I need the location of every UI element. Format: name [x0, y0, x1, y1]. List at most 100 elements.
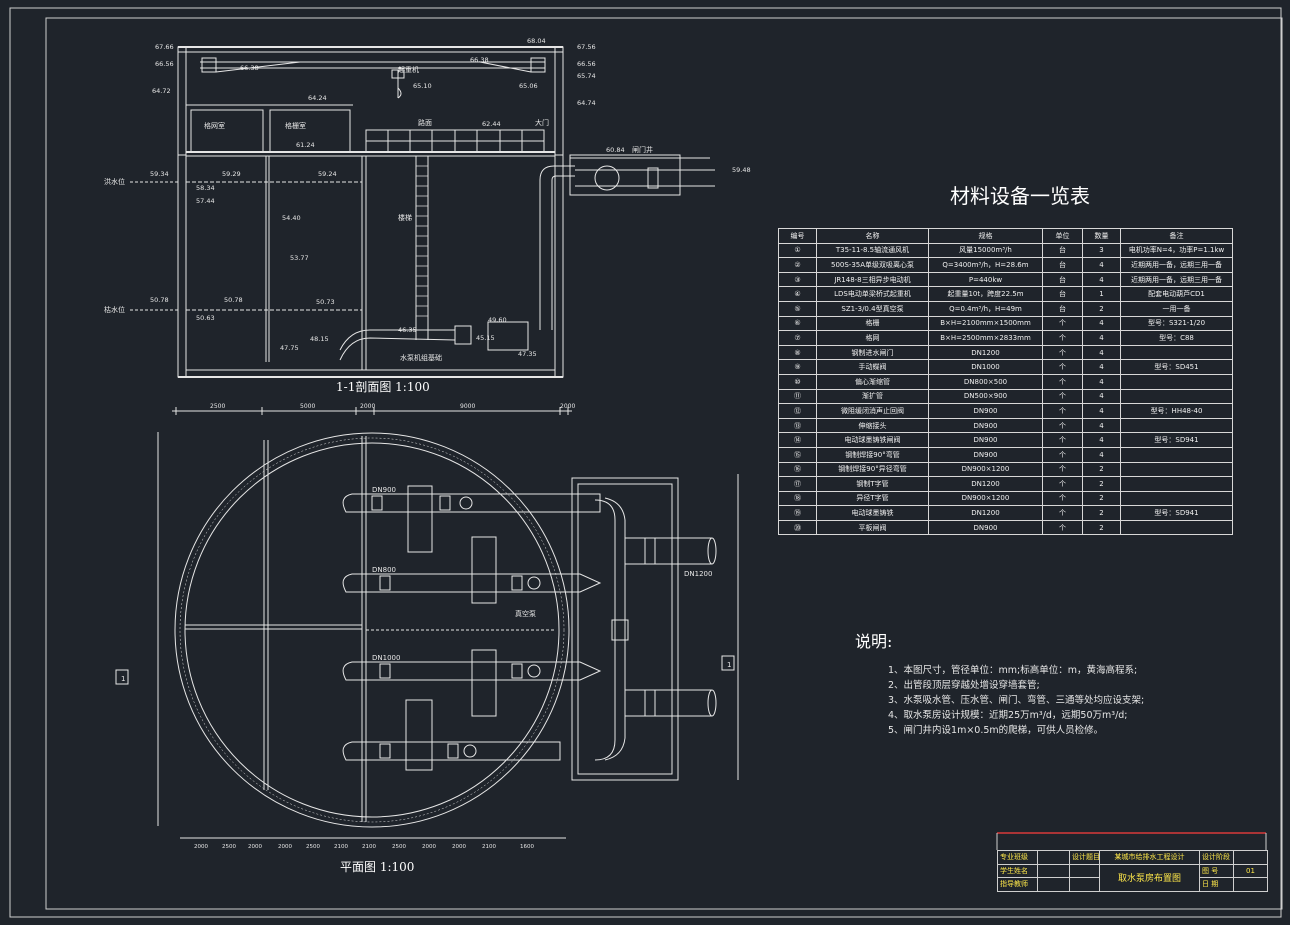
table-cell: 钢制进水闸门 — [816, 344, 929, 361]
elev-16: 60.84 — [606, 146, 625, 154]
svg-text:2500: 2500 — [222, 844, 236, 850]
notes-title: 说明: — [855, 632, 893, 651]
tb-cell — [1037, 877, 1070, 892]
title-block-row: 指导教师 日 期 — [997, 877, 1268, 892]
svg-text:2500: 2500 — [306, 844, 320, 850]
table-cell: 个 — [1042, 490, 1083, 507]
elev-28: 50.63 — [196, 314, 215, 322]
table-cell: ⑦ — [778, 330, 817, 346]
table-cell: 1 — [1082, 286, 1121, 302]
table-cell: 2 — [1082, 505, 1121, 521]
tb-cell — [1233, 850, 1268, 865]
plan-view — [115, 432, 739, 839]
table-cell: ① — [778, 242, 817, 259]
pipe-label-dn900: DN900 — [372, 486, 396, 494]
table-cell: 4 — [1082, 315, 1121, 332]
table-cell: 4 — [1082, 373, 1121, 390]
tb-cell: 01 — [1233, 863, 1268, 878]
table-cell: 个 — [1042, 315, 1083, 332]
table-cell: 近期两用一备，远期三用一备 — [1120, 271, 1233, 288]
wellroom-label: 闸门井 — [632, 145, 653, 154]
table-cell: ⑱ — [778, 490, 817, 507]
table-cell: 2 — [1082, 476, 1121, 492]
header-cell: 编号 — [778, 228, 817, 244]
svg-text:9000: 9000 — [460, 403, 475, 410]
table-cell: ⑥ — [778, 315, 817, 332]
table-cell: 3 — [1082, 242, 1121, 259]
inner-border — [45, 17, 1283, 910]
table-cell: 4 — [1082, 432, 1121, 448]
crane-label: 起重机 — [398, 65, 419, 74]
table-cell: 手动蝶阀 — [816, 359, 929, 375]
table-cell: DN500×900 — [928, 388, 1043, 405]
elev-15: 61.24 — [296, 141, 315, 149]
elev-32: 47.35 — [518, 350, 537, 358]
header-cell: 数量 — [1082, 228, 1121, 244]
tb-cell: 设计题目 — [1069, 850, 1100, 865]
header-cell: 名称 — [816, 228, 929, 244]
table-cell: 2 — [1082, 461, 1121, 478]
table-cell: 电机功率N=4，功率P=1.1kw — [1120, 242, 1233, 259]
tb-cell: 指导教师 — [997, 877, 1038, 892]
tb-cell: 设计阶段 — [1199, 850, 1234, 865]
tb-cell: 日 期 — [1199, 877, 1234, 892]
table-cell: 4 — [1082, 344, 1121, 361]
table-cell: 4 — [1082, 271, 1121, 288]
svg-text:2100: 2100 — [362, 844, 376, 850]
table-cell: 微阻缓闭消声止回阀 — [816, 403, 929, 419]
table-cell: Q=3400m³/h，H=28.6m — [928, 257, 1043, 273]
table-cell: T35-11-8.5轴流通风机 — [816, 242, 929, 259]
table-cell: DN900 — [928, 519, 1043, 536]
header-cell: 备注 — [1120, 228, 1233, 244]
table-cell: 钢制焊接90°异径弯管 — [816, 461, 929, 478]
elev-31: 47.75 — [280, 344, 299, 352]
elev-34: 45.15 — [476, 334, 495, 342]
title-block-row: 专业班级 设计题目 某城市给排水工程设计 设计阶段 — [997, 850, 1268, 865]
plan-view-title: 平面图 1:100 — [340, 860, 415, 874]
elev-9: 66.38 — [470, 56, 489, 64]
table-cell — [1120, 373, 1233, 390]
table-cell: 钢制焊接90°弯管 — [816, 446, 929, 463]
table-cell — [1120, 446, 1233, 463]
table-cell: 台 — [1042, 300, 1083, 317]
svg-text:2000: 2000 — [194, 844, 208, 850]
table-cell — [1120, 519, 1233, 536]
elev-24: 53.77 — [290, 254, 309, 262]
axis-label-right: 1 — [727, 661, 731, 669]
note-item: 5、闸门井内设1m×0.5m的爬梯，可供人员检修。 — [888, 725, 1104, 736]
elevation-tags: 67.66 66.56 68.04 67.56 66.56 65.74 64.7… — [150, 37, 751, 358]
table-cell: ⑫ — [778, 403, 817, 419]
svg-text:2000: 2000 — [452, 844, 466, 850]
table-cell: 4 — [1082, 388, 1121, 405]
high-water-label: 洪水位 — [104, 177, 125, 186]
table-cell: Q=0.4m³/h，H=49m — [928, 300, 1043, 317]
table-cell: 钢制T字管 — [816, 476, 929, 492]
table-cell: 个 — [1042, 344, 1083, 361]
tb-cell — [1037, 863, 1070, 878]
table-cell: 风量15000m³/h — [928, 242, 1043, 259]
elev-30: 48.15 — [310, 335, 329, 343]
table-cell: DN1200 — [928, 505, 1043, 521]
table-cell: 4 — [1082, 330, 1121, 346]
table-cell: 渐扩管 — [816, 388, 929, 405]
road-label: 路面 — [418, 118, 432, 127]
table-cell: DN900 — [928, 446, 1043, 463]
elev-17: 59.48 — [732, 166, 751, 174]
table-cell: 个 — [1042, 432, 1083, 448]
table-cell: 个 — [1042, 461, 1083, 478]
table-cell: 格网 — [816, 330, 929, 346]
screen-room-label: 格栅室 — [285, 121, 306, 130]
outer-border — [9, 7, 1282, 918]
table-header-row: 编号 名称 规格 单位 数量 备注 — [778, 228, 1233, 244]
elev-26: 50.78 — [224, 296, 243, 304]
table-cell: ⑬ — [778, 417, 817, 434]
table-cell: DN800×500 — [928, 373, 1043, 390]
elev-2: 66.56 — [155, 60, 174, 68]
table-cell: DN900×1200 — [928, 490, 1043, 507]
